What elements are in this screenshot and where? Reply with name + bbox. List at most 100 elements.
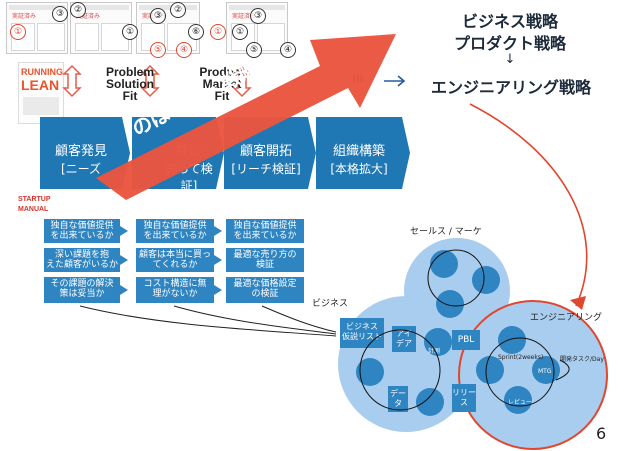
stage-company-building: 組織構築 [本格拡大] xyxy=(316,117,402,189)
thumbnail-header xyxy=(139,5,197,10)
marker-3: ③ xyxy=(250,8,266,24)
engineering-dot xyxy=(498,326,526,354)
product-strategy: プロダクト戦略 xyxy=(453,34,566,53)
engineering-dot xyxy=(532,356,560,384)
node-text: ビジネス 仮説リスト xyxy=(342,322,382,341)
stage-title: 顧客開拓 xyxy=(239,144,292,159)
question-text: 顧客は本当に買っ てくれるか xyxy=(138,250,211,270)
thumbnail-header xyxy=(73,5,129,10)
question-text: 独自な価値提供 を出来ているか xyxy=(233,221,297,241)
business-dot xyxy=(416,388,444,416)
pbl-node: PBL xyxy=(452,330,480,350)
fit-line: Fit xyxy=(214,89,230,103)
engineering-dot xyxy=(504,386,532,414)
question-text: コスト構造に無 理がないか xyxy=(143,279,207,299)
question-text: 最適な価格設定 の検証 xyxy=(233,279,297,299)
thumbnail-label: 実証済み xyxy=(76,13,101,20)
node-text: PBL xyxy=(457,335,475,345)
strategy-arrow: ↓ xyxy=(504,52,516,67)
question-text: 独自な価値提供 を出来ているか xyxy=(143,221,207,241)
question-box: 最適な売り方の 検証 xyxy=(226,248,304,272)
fit-line: Solution xyxy=(106,77,154,91)
fit-line: Market xyxy=(202,77,242,91)
question-box: 独自な価値提供 を出来ているか xyxy=(44,219,120,243)
sales-dot xyxy=(472,266,500,294)
marker-3: ③ xyxy=(150,8,166,24)
node-text: リリー ス xyxy=(452,388,476,407)
fit-line: Fit xyxy=(122,89,138,103)
stage-sub: [ニーズ xyxy=(60,162,102,176)
business-label: ビジネス xyxy=(312,299,349,309)
marker-6: ⑥ xyxy=(188,24,204,40)
node-text: デー タ xyxy=(390,389,406,408)
thumbnail-label: 実証済み xyxy=(232,13,257,20)
sales-dot xyxy=(436,290,464,318)
page-number: 6 xyxy=(596,424,607,443)
review-label: レビュー xyxy=(508,399,533,406)
question-box: 独自な価値提供 を出来ているか xyxy=(226,219,304,243)
release-node: リリー ス xyxy=(452,384,476,412)
stage-sub: [本格拡大] xyxy=(330,162,388,176)
sprint-label: Sprint(2weeks) xyxy=(498,354,544,361)
marker-2: ② xyxy=(70,2,86,18)
marker-4: ④ xyxy=(176,42,192,58)
thumbnail-header xyxy=(229,5,285,10)
engineering-label: エンジニアリング xyxy=(530,313,603,323)
business-strategy: ビジネス戦略 xyxy=(461,12,558,31)
question-text: その課題の解決 策は妥当か xyxy=(50,279,114,299)
question-box: その課題の解決 策は妥当か xyxy=(44,277,120,303)
dev-task-label: 開発タスク/Day xyxy=(560,356,604,363)
question-box: 最適な価格設定 の検証 xyxy=(226,277,304,303)
question-box: 顧客は本当に買っ てくれるか xyxy=(136,248,214,272)
marker-1: ① xyxy=(210,24,226,40)
marker-4: ④ xyxy=(280,42,296,58)
startup-manual-cover: STARTUP MANUAL xyxy=(18,194,51,218)
marker-5: ⑤ xyxy=(246,42,262,58)
product-market-fit-label: Product Market Fit xyxy=(182,66,262,102)
marker-5: ⑤ xyxy=(150,42,166,58)
fit-line: Problem xyxy=(105,65,154,79)
thumbnail-cell xyxy=(257,23,285,51)
sales-dot xyxy=(430,250,458,278)
problem-solution-fit-label: Problem Solution Fit xyxy=(90,66,170,102)
fit-line: Product xyxy=(199,65,245,79)
node-text: アイ デア xyxy=(396,329,412,348)
running-lean-title-1: RUNNING xyxy=(21,67,63,77)
measure-label: 計測 xyxy=(428,348,441,355)
marker-3: ③ xyxy=(52,6,68,22)
question-box: 独自な価値提供 を出来ているか xyxy=(136,219,214,243)
mtg-label: MTG xyxy=(538,368,552,375)
engineering-dot xyxy=(476,356,504,384)
marker-1: ① xyxy=(10,24,26,40)
thumbnail-cell xyxy=(75,23,99,51)
question-text: 独自な価値提供 を出来ているか xyxy=(50,221,114,241)
double-arrow-icon xyxy=(62,64,252,98)
stage-sub: [リーチ検証] xyxy=(231,162,301,176)
cover-graphic xyxy=(23,97,59,115)
engineering-strategy: エンジニアリング戦略 xyxy=(430,78,591,97)
question-box: 深い課題を抱 えた顧客がいるか xyxy=(44,248,120,272)
stage-title: 顧客発見 xyxy=(54,144,107,159)
question-text: 深い課題を抱 えた顧客がいるか xyxy=(45,250,118,270)
marker-1: ① xyxy=(232,24,248,40)
startup-title-1: STARTUP xyxy=(18,196,51,203)
business-hypothesis-list: ビジネス 仮説リスト xyxy=(340,318,384,348)
running-lean-cover: RUNNING LEAN xyxy=(18,62,64,124)
arrow-right-icon xyxy=(384,75,406,87)
marker-2: ② xyxy=(170,2,186,18)
sales-marketing-label: セールス / マーケ xyxy=(410,227,482,237)
question-text: 最適な売り方の 検証 xyxy=(233,250,297,270)
marker-1: ① xyxy=(122,24,138,40)
question-box: コスト構造に無 理がないか xyxy=(136,277,214,303)
startup-title-2: MANUAL xyxy=(18,206,49,213)
thumbnail-label: 実証済み xyxy=(12,13,37,20)
stage-title: 組織構築 xyxy=(332,144,385,159)
running-lean-title-2: LEAN xyxy=(21,77,60,93)
thumbnail-header xyxy=(9,5,65,10)
data-node: デー タ xyxy=(388,386,408,412)
thumbnail-cell xyxy=(37,23,65,51)
